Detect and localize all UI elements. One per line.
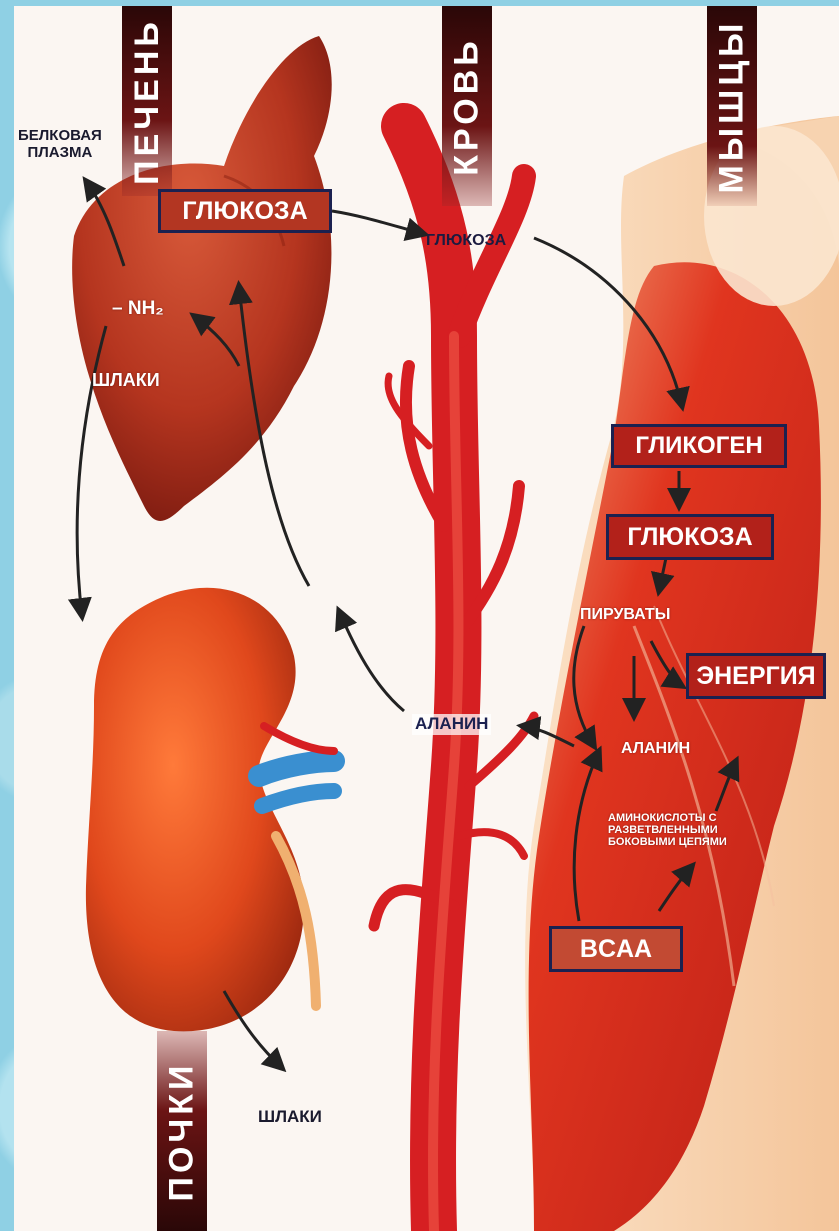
label-pyruvates: ПИРУВАТЫ: [580, 606, 670, 624]
column-label-kidneys: ПОЧКИ: [157, 1031, 207, 1231]
column-label-kidneys-text: ПОЧКИ: [163, 1061, 202, 1201]
label-kidney-waste: ШЛАКИ: [258, 1108, 322, 1127]
label-muscle-glucose: ГЛЮКОЗА: [606, 514, 774, 560]
column-label-blood-text: КРОВЬ: [448, 37, 487, 175]
label-liver-glucose: ГЛЮКОЗА: [158, 189, 332, 233]
column-label-liver: ПЕЧЕНЬ: [122, 6, 172, 196]
label-liver-waste: ШЛАКИ: [92, 371, 160, 391]
arrow-blood-alanine-to-liver: [339, 611, 404, 711]
arrow-liver-glucose-to-blood: [332, 211, 424, 234]
kidney-illustration: [86, 588, 334, 1032]
label-muscle-alanine: АЛАНИН: [621, 740, 690, 758]
column-label-liver-text: ПЕЧЕНЬ: [128, 18, 167, 185]
label-nh2: – NH₂: [112, 299, 164, 320]
column-label-muscles: МЫШЦЫ: [707, 6, 757, 206]
label-bcaa-description: АМИНОКИСЛОТЫ С РАЗВЕТВЛЕННЫМИ БОКОВЫМИ Ц…: [608, 812, 727, 848]
label-bcaa: BCAA: [549, 926, 683, 972]
label-energy: ЭНЕРГИЯ: [686, 653, 826, 699]
label-protein-plasma: БЕЛКОВАЯ ПЛАЗМА: [18, 128, 102, 161]
liver-illustration: [72, 36, 332, 521]
label-glycogen: ГЛИКОГЕН: [611, 424, 787, 468]
column-label-blood: КРОВЬ: [442, 6, 492, 206]
column-label-muscles-text: МЫШЦЫ: [713, 19, 752, 193]
diagram-canvas: ПЕЧЕНЬ КРОВЬ МЫШЦЫ ПОЧКИ БЕЛКОВАЯ ПЛАЗМА…: [14, 6, 839, 1231]
label-blood-glucose: ГЛЮКОЗА: [426, 232, 506, 250]
blood-vessel-illustration: [374, 126, 534, 1231]
label-blood-alanine: АЛАНИН: [412, 714, 491, 735]
